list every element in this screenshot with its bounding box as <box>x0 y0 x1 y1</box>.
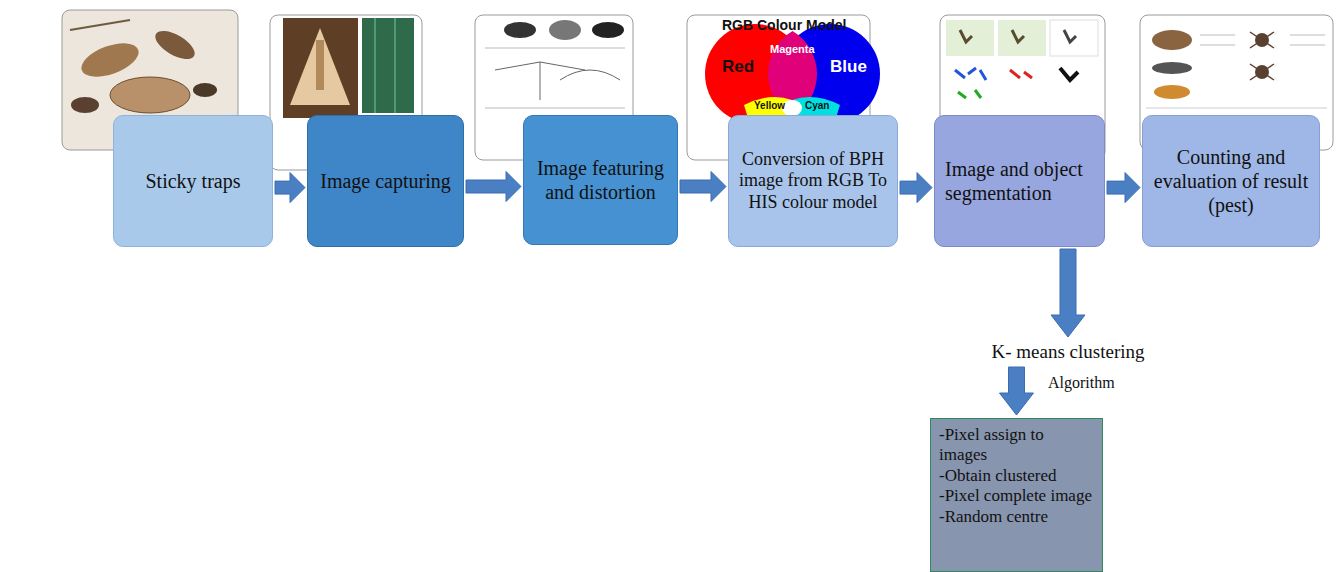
text-wrap: -Pixel assign to images-Obtain clustered… <box>939 425 1094 527</box>
edge-label: Algorithm <box>1046 374 1117 392</box>
text-line <box>1290 35 1325 36</box>
pest-icon <box>1154 85 1190 99</box>
leaf-vein <box>374 18 376 113</box>
box-text: Image and object segmentation <box>945 157 1094 205</box>
insect <box>193 83 217 97</box>
colour-name: Yellow <box>754 101 785 111</box>
beetle <box>504 22 536 38</box>
insect-mark <box>960 30 972 42</box>
flow-arrow <box>466 172 521 202</box>
box-text: Counting and evaluation of result (pest) <box>1153 145 1309 217</box>
figure-title: RGB Colour Model <box>722 18 846 32</box>
pest-icon <box>1152 62 1192 74</box>
leaf-photo <box>362 18 414 113</box>
colour-name: Blue <box>830 58 867 75</box>
insect <box>77 37 143 84</box>
box-text: Conversion of BPH image from RGB To HIS … <box>739 149 887 214</box>
algorithm-box: -Pixel assign to images-Obtain clustered… <box>930 418 1103 572</box>
text-line <box>1200 35 1235 36</box>
flow-arrow <box>1000 367 1034 415</box>
spider-legs <box>1250 32 1274 48</box>
text-wrap: Sticky traps <box>124 169 262 193</box>
box-text: Image featuring and distortion <box>534 156 667 204</box>
insect-mark <box>1012 30 1024 42</box>
flow-arrow <box>1051 249 1085 337</box>
text-wrap: Image capturing <box>318 169 453 193</box>
box-text: K- means clustering <box>989 341 1147 364</box>
divider <box>485 108 625 109</box>
text-wrap: Conversion of BPH image from RGB To HIS … <box>739 149 887 214</box>
insect-leg <box>70 20 130 30</box>
step-text: -Pixel complete image <box>939 486 1094 506</box>
process-box: Sticky traps <box>113 115 273 247</box>
text-wrap: K- means clustering <box>989 341 1147 364</box>
photo-ground <box>283 18 358 118</box>
flow-arrow <box>900 173 932 203</box>
spider-legs <box>1250 64 1274 80</box>
segment-mark <box>955 68 986 80</box>
pest-icon <box>1152 30 1192 50</box>
process-box: Conversion of BPH image from RGB To HIS … <box>728 115 898 247</box>
step-text: -Obtain clustered <box>939 466 1094 486</box>
segment-mark <box>958 90 981 98</box>
text-wrap: Image featuring and distortion <box>534 156 667 204</box>
process-box: Image and object segmentation <box>934 115 1105 247</box>
flow-arrow <box>1107 173 1140 203</box>
segment-mark <box>1060 68 1078 80</box>
divider <box>485 48 625 49</box>
insect-mark <box>1064 30 1076 42</box>
panel <box>946 20 994 56</box>
beetle <box>549 20 581 40</box>
segment-mark <box>1010 70 1032 78</box>
method-label: K- means clustering <box>989 340 1147 365</box>
text-wrap: Counting and evaluation of result (pest) <box>1153 145 1309 217</box>
box-text: Sticky traps <box>124 169 262 193</box>
colour-name: Cyan <box>805 101 829 111</box>
flow-arrow <box>275 173 305 203</box>
leaf-vein <box>394 18 396 113</box>
process-box: Image capturing <box>307 115 464 247</box>
box-text: Image capturing <box>318 169 453 193</box>
moth-wings <box>290 28 350 105</box>
wing-drawing <box>495 62 585 100</box>
insect <box>151 25 199 64</box>
insect <box>110 77 190 113</box>
divider <box>1146 108 1327 109</box>
panel <box>998 20 1046 56</box>
text-line <box>1200 45 1235 46</box>
process-box: Image featuring and distortion <box>523 115 678 245</box>
wing-drawing <box>560 70 620 80</box>
insect <box>71 97 99 113</box>
colour-name: Red <box>722 58 754 75</box>
beetle <box>592 22 624 38</box>
panel <box>1050 20 1098 56</box>
flow-arrow <box>680 172 726 202</box>
process-box: Counting and evaluation of result (pest) <box>1142 115 1320 247</box>
text-wrap: Image and object segmentation <box>945 157 1094 205</box>
step-text: -Pixel assign to images <box>939 425 1094 466</box>
colour-name: Magenta <box>770 44 815 55</box>
moth-body <box>316 40 324 90</box>
text-line <box>1290 45 1325 46</box>
step-text: -Random centre <box>939 507 1094 527</box>
